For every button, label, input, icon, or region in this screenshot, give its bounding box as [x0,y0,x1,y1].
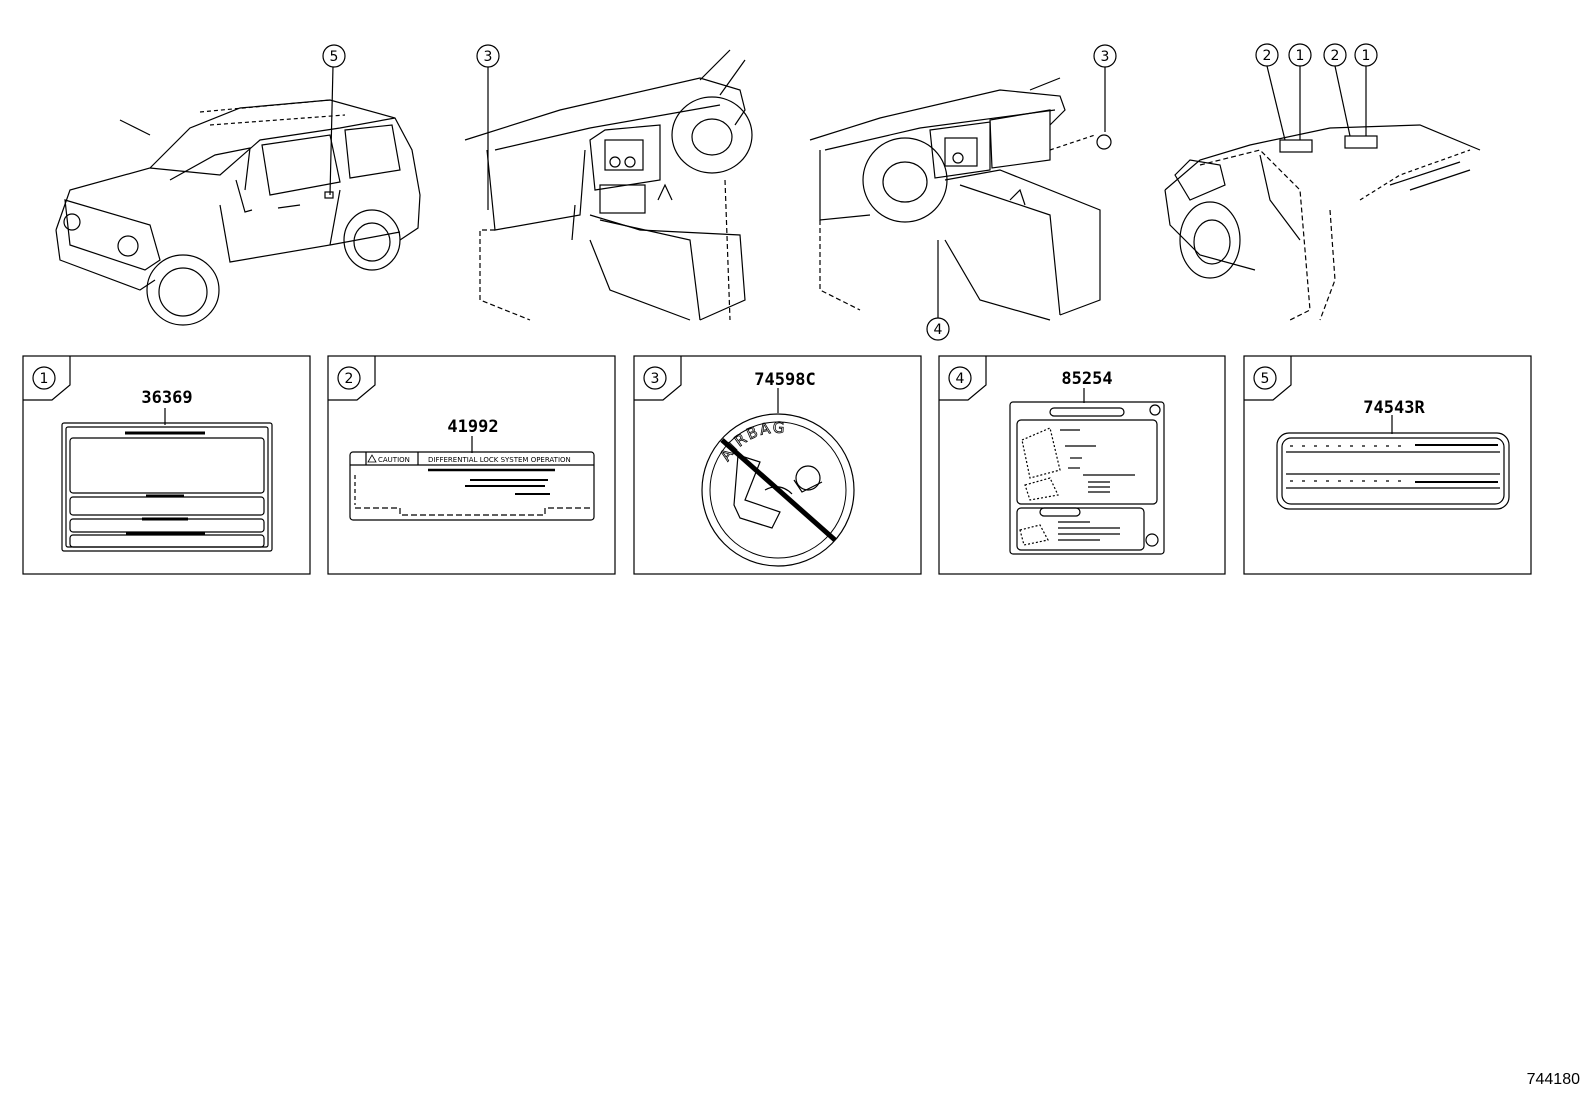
callout-label-2-hood-b: 2 [1331,48,1340,64]
caution-label-text: CAUTION [378,456,410,464]
panel-2-part-number: 41992 [447,417,498,437]
callout-1-hood-a [1288,43,1312,67]
callout-5-car [322,44,346,68]
panel-2 [327,355,616,575]
panel-4-part-number: 85254 [1061,369,1112,389]
panel-2-index: 2 [345,371,354,387]
panel-3-index: 3 [651,371,660,387]
warning-triangle-icon [367,454,377,463]
panel-1 [22,355,311,575]
vehicle-illustration [55,65,421,326]
panel-5-part-number: 74543R [1363,398,1425,418]
callout-label-5-car: 5 [330,49,339,65]
callout-label-2-hood-a: 2 [1263,48,1272,64]
panel-3 [633,355,922,575]
callout-label-3-dash-left: 3 [484,49,493,65]
callout-2-hood-b [1323,43,1347,67]
panel-1-part-number: 36369 [141,388,192,408]
panel-4-index: 4 [956,371,965,387]
hood-illustration [1164,65,1481,321]
callout-1-hood-b [1354,43,1378,67]
figure-id: 744180 [1526,1071,1580,1088]
airbag-text: AIRBAG [716,418,785,464]
dashboard-illustration-left [464,49,753,321]
callout-label-1-hood-b: 1 [1362,48,1371,64]
callout-3-dash-right [1093,44,1117,68]
callout-3-dash-left [476,44,500,68]
callout-label-3-dash-right: 3 [1101,49,1110,65]
callout-2-hood-a [1255,43,1279,67]
panel-5 [1243,355,1532,575]
panel-3-part-number: 74598C [754,370,815,390]
caution-subtext: DIFFERENTIAL LOCK SYSTEM OPERATION [428,456,571,464]
svg-text:AIRBAG: AIRBAG [716,418,787,464]
panel-4 [938,355,1226,575]
callout-label-4-dash-right: 4 [934,322,943,338]
callout-label-1-hood-a: 1 [1296,48,1305,64]
panel-1-index: 1 [40,371,49,387]
callout-4-dash-right [926,317,950,341]
panel-5-index: 5 [1261,371,1270,387]
dashboard-illustration-right [809,66,1112,321]
